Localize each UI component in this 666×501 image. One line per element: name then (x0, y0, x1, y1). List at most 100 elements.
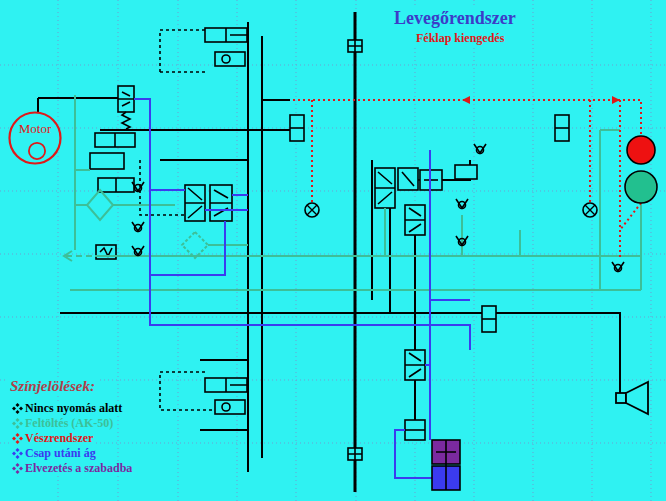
legend-swatch (12, 433, 23, 444)
valve-body (405, 205, 425, 235)
legend-swatch (12, 448, 23, 459)
valve-body (348, 40, 362, 52)
emergency-arrow (462, 96, 470, 104)
filling-line (87, 190, 113, 220)
unpressurized-line (371, 160, 373, 300)
check-valve (456, 236, 468, 246)
green-lamp (625, 171, 657, 203)
legend-swatch-shape (12, 403, 23, 414)
grid (58, 0, 651, 501)
check-valve (132, 246, 144, 256)
indicator-lamp (583, 203, 597, 217)
check-valve (612, 262, 624, 272)
diagram-title: Levegőrendszer (392, 8, 518, 29)
valve-body (114, 133, 116, 147)
legend-swatch (12, 418, 23, 429)
valve-body (185, 185, 205, 221)
after-tap-line (134, 99, 470, 350)
filling-line (64, 251, 72, 261)
indicator-lamp (305, 203, 319, 217)
valve-body (455, 165, 477, 179)
unpressurized-line (160, 159, 248, 161)
legend-swatch (12, 463, 23, 474)
dotted-pilot-line (160, 71, 205, 73)
legend-heading: Színjelölések: (8, 378, 97, 395)
filling-line (600, 129, 620, 131)
emergency-line (311, 100, 313, 202)
valve-body (555, 115, 569, 141)
node-text: Motor (8, 122, 62, 136)
valve-body (375, 172, 395, 204)
legend-swatch-shape (12, 418, 23, 429)
valve-body (90, 28, 569, 460)
indicator-lamp (305, 203, 597, 217)
valve-body (348, 448, 362, 460)
exhaust-horn (616, 393, 626, 403)
legend-swatch-shape (12, 448, 23, 459)
unpressurized-line (247, 22, 249, 472)
dotted-pilot-line (140, 160, 185, 215)
filling-line (75, 169, 90, 171)
legend-entry: Csap utáni ág (10, 446, 98, 461)
filling-line (461, 215, 463, 256)
exhaust-horn (616, 382, 648, 414)
valve-body (482, 306, 496, 332)
filling-line (75, 204, 87, 206)
valve-body (100, 248, 112, 256)
valve-body (290, 115, 304, 141)
after-tap-line (395, 430, 432, 478)
unpressurized-line (389, 208, 391, 313)
dotted-pilot-line (160, 30, 205, 72)
filling-line (74, 95, 76, 250)
subtitle-label: Féklap kiengedés (414, 31, 506, 46)
legend-swatch-shape (12, 463, 23, 474)
legend-text: Feltöltés (AK-50) (25, 416, 113, 431)
valve-body (405, 208, 425, 232)
filling-line (95, 255, 641, 257)
filling-line (384, 208, 386, 256)
emergency-line (619, 100, 621, 260)
filling-line (640, 203, 642, 290)
legend-entry: Nincs nyomás alatt (10, 401, 124, 416)
valve-body (222, 55, 230, 63)
valve-body (95, 133, 135, 147)
grid (0, 65, 666, 443)
valve-body (210, 190, 232, 216)
filling-line (208, 244, 248, 246)
filling-line (66, 255, 95, 257)
valve-body (215, 52, 245, 66)
valve-body (98, 178, 134, 192)
unpressurized-line (200, 429, 248, 431)
unpressurized-line (38, 22, 620, 472)
legend-swatch-shape (12, 433, 23, 444)
valve-body (555, 127, 569, 129)
valve-body (405, 420, 425, 440)
valve-body (482, 318, 496, 320)
legend-swatch (12, 403, 23, 414)
valve-body (185, 188, 205, 218)
motor-circle: Motor (8, 111, 62, 165)
valve-body (348, 40, 362, 52)
motor-ring (10, 113, 61, 164)
after-tap-line (429, 150, 431, 440)
valve-body (215, 400, 245, 414)
unpressurized-line (100, 129, 300, 131)
valve-body (118, 92, 134, 106)
legend-text: Csap utáni ág (25, 446, 96, 461)
valve-body (226, 378, 247, 392)
valve-body (205, 378, 247, 392)
valve-body (290, 127, 304, 129)
filling-line (599, 130, 601, 290)
legend-text: Nincs nyomás alatt (25, 401, 122, 416)
valve-body (118, 86, 134, 112)
valve-body (222, 403, 230, 411)
vent-cylinder (432, 440, 460, 490)
valve-body (205, 28, 247, 42)
after-tap-line (134, 99, 470, 478)
valve-body (90, 153, 124, 169)
legend-text: Elvezetés a szabadba (25, 461, 132, 476)
emergency-line (589, 100, 591, 202)
